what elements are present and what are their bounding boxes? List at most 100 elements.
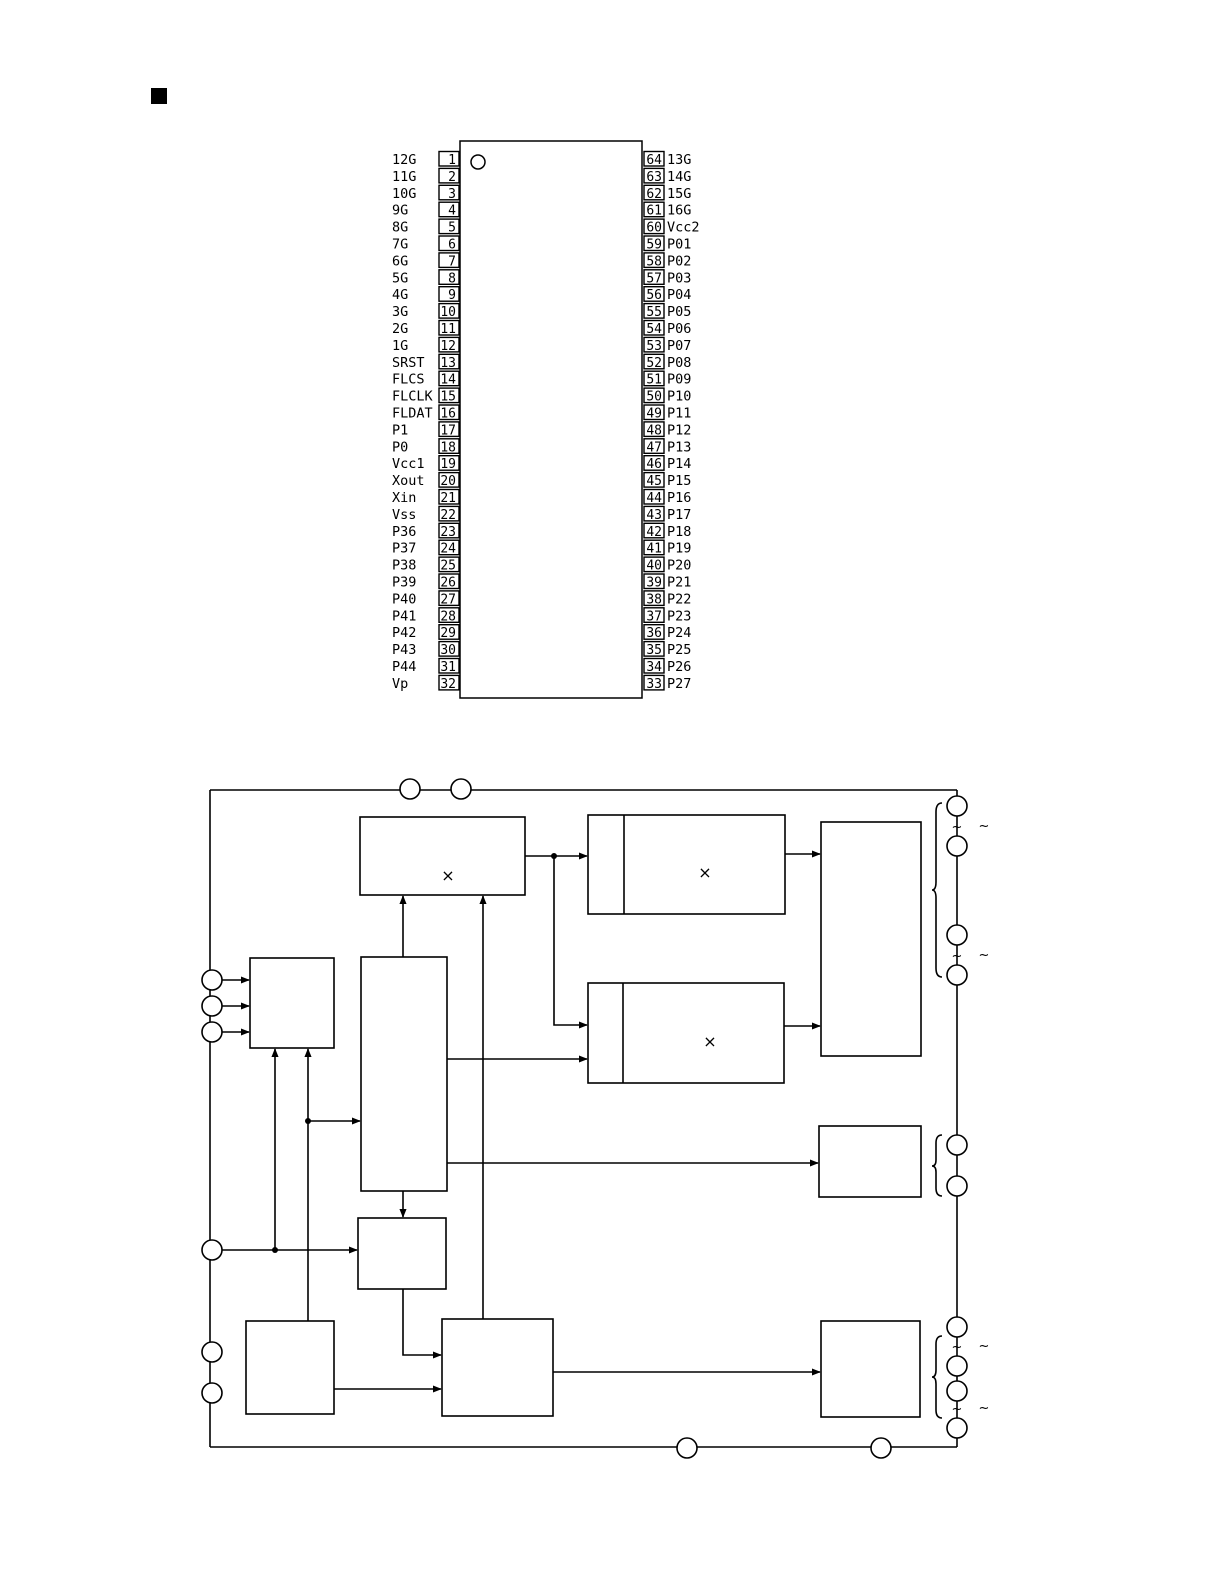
pin-box-left — [438, 150, 460, 167]
block-oscillator — [245, 1320, 335, 1415]
terminal-left-3 — [201, 1021, 223, 1043]
pin-number-left: 32 — [440, 677, 456, 692]
pin-number-left: 17 — [440, 423, 456, 438]
pin-box-right — [643, 471, 665, 488]
pin-box-right — [643, 404, 665, 421]
pin-name-left: FLCLK — [392, 389, 434, 405]
pin-box-left — [438, 286, 460, 302]
pin-box-left — [438, 353, 460, 370]
pin-name-left: 2G — [392, 321, 408, 337]
tilde-range: ~ — [952, 1402, 963, 1417]
pin-box-left — [438, 336, 460, 353]
pin-number-right: 50 — [646, 390, 662, 405]
pin-name-left: 12G — [392, 152, 416, 168]
pin-box-left — [438, 471, 460, 488]
pin-name-right: P20 — [667, 558, 691, 574]
pin-name-left: 3G — [392, 304, 408, 320]
pin-number-left: 2 — [448, 170, 456, 185]
pin-number-right: 43 — [646, 508, 662, 523]
terminal-bottom-1 — [676, 1437, 698, 1459]
junction-dot — [551, 853, 557, 859]
pin-number-right: 33 — [646, 677, 662, 692]
block-reset — [357, 1217, 447, 1290]
pin-name-right: P06 — [667, 321, 691, 337]
pin-name-left: SRST — [392, 355, 425, 371]
pin-box-right — [643, 201, 665, 218]
pin-number-right: 46 — [646, 457, 662, 472]
block-upper-register — [587, 814, 786, 915]
pin-name-right: P22 — [667, 591, 691, 607]
tilde-label: ~ — [979, 948, 990, 963]
pin-name-left: Vp — [392, 676, 408, 692]
pin-number-left: 1 — [448, 153, 456, 168]
pin-name-right: P08 — [667, 355, 691, 371]
block-controller — [360, 956, 448, 1192]
pin-number-left: 12 — [440, 339, 456, 354]
pin-box-right — [643, 607, 665, 623]
pin-box-left — [438, 302, 460, 319]
junction-dot — [272, 1247, 278, 1253]
pin-number-right: 47 — [646, 440, 662, 455]
pin-number-left: 7 — [448, 254, 456, 269]
block-port-driver — [820, 1320, 921, 1418]
pin-name-right: P16 — [667, 490, 691, 506]
pin-number-left: 23 — [440, 525, 456, 540]
pin-number-right: 56 — [646, 288, 662, 303]
pin-number-left: 31 — [440, 660, 456, 675]
pin-box-right — [643, 167, 665, 184]
pin-box-left — [438, 590, 460, 607]
pin-box-left — [438, 167, 460, 184]
tilde-range: ~ — [952, 949, 963, 964]
pin-box-right — [643, 150, 665, 167]
pin-name-right: 15G — [667, 186, 691, 202]
pin-name-left: P1 — [392, 422, 408, 438]
pin-box-left — [438, 539, 460, 556]
pin-name-right: P27 — [667, 676, 691, 692]
pin-number-right: 37 — [646, 609, 662, 624]
pin-name-left: 4G — [392, 287, 408, 303]
pin-box-right — [643, 488, 665, 505]
terminal-bottom-2 — [870, 1437, 892, 1459]
terminal-right-10 — [946, 1417, 968, 1439]
pin-box-right — [643, 370, 665, 387]
pin-box-right — [643, 455, 665, 471]
pin-name-right: P17 — [667, 507, 691, 523]
ic-body — [459, 140, 643, 699]
pin-number-left: 5 — [448, 221, 456, 236]
pin-number-left: 30 — [440, 643, 456, 658]
pin-name-right: P26 — [667, 659, 691, 675]
pin-number-right: 58 — [646, 254, 662, 269]
pin-box-left — [438, 573, 460, 590]
pin-box-right — [643, 438, 665, 454]
pin-box-left — [438, 438, 460, 454]
terminal-right-6 — [946, 1175, 968, 1197]
junction-dots — [272, 853, 557, 1253]
pin-box-left — [438, 201, 460, 218]
pin-number-left: 18 — [440, 440, 456, 455]
block-diagram — [209, 789, 958, 1448]
terminal-right-1 — [946, 795, 968, 817]
pin-number-left: 4 — [448, 204, 456, 219]
terminal-right-3 — [946, 924, 968, 946]
terminal-right-2 — [946, 835, 968, 857]
pin-name-left: P37 — [392, 541, 416, 557]
pin-number-left: 20 — [440, 474, 456, 489]
terminal-left-osc-2 — [201, 1382, 223, 1404]
pin-name-left: P44 — [392, 659, 416, 675]
pin-number-left: 9 — [448, 288, 456, 303]
pin-name-left: P36 — [392, 524, 416, 540]
terminal-left-osc-1 — [201, 1341, 223, 1363]
pin-name-left: Xin — [392, 490, 416, 506]
pin-number-left: 3 — [448, 187, 456, 202]
pin-box-left — [438, 184, 460, 201]
pin-box-right — [643, 624, 665, 640]
pin-name-left: 8G — [392, 220, 408, 236]
pin-name-right: P11 — [667, 406, 691, 422]
terminal-right-9 — [946, 1380, 968, 1402]
pin-name-right: P21 — [667, 575, 691, 591]
pin-number-right: 36 — [646, 626, 662, 641]
pin-number-right: 64 — [646, 153, 662, 168]
pin-box-left — [438, 370, 460, 387]
tilde-range: ~ — [952, 1340, 963, 1355]
pin-box-right — [643, 590, 665, 607]
